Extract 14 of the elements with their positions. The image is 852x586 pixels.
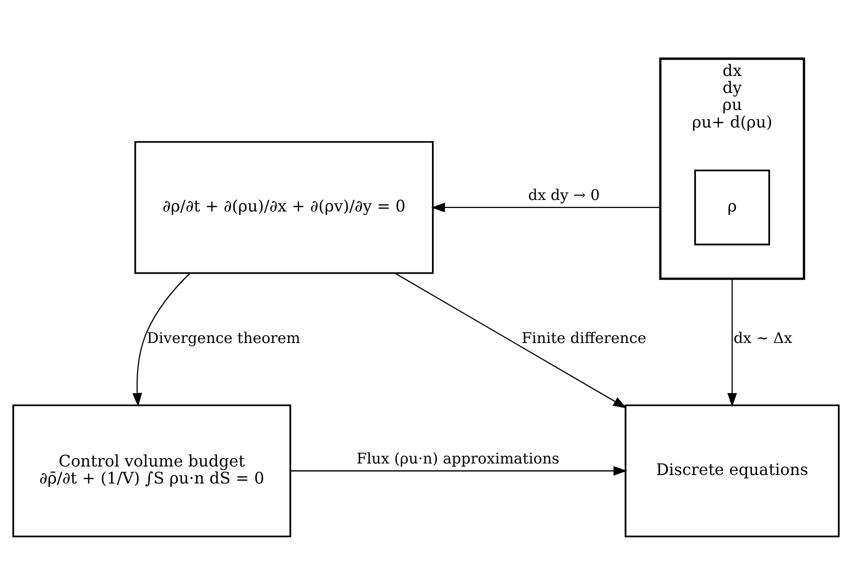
node-box: ρ [694, 170, 770, 246]
edge-label: Divergence theorem [146, 330, 300, 348]
arrow [394, 272, 627, 408]
arrow [727, 278, 737, 407]
arrow [132, 272, 191, 407]
node-box: Discrete equations [624, 404, 840, 538]
arrow [290, 466, 628, 476]
edge-label: Finite difference [522, 330, 646, 348]
arrow [431, 202, 660, 212]
edge-label: Flux (ρu·n) approximations [356, 450, 560, 468]
edge-label: dx ∼ Δx [734, 330, 792, 348]
node-box: ∂ρ/∂t + ∂(ρu)/∂x + ∂(ρv)/∂y = 0 [134, 141, 434, 274]
edge-label: dx dy → 0 [528, 186, 600, 204]
node-box: Control volume budget ∂ρ̄/∂t + (1/V) ∫S ρu·n dS = 0 [12, 404, 292, 538]
